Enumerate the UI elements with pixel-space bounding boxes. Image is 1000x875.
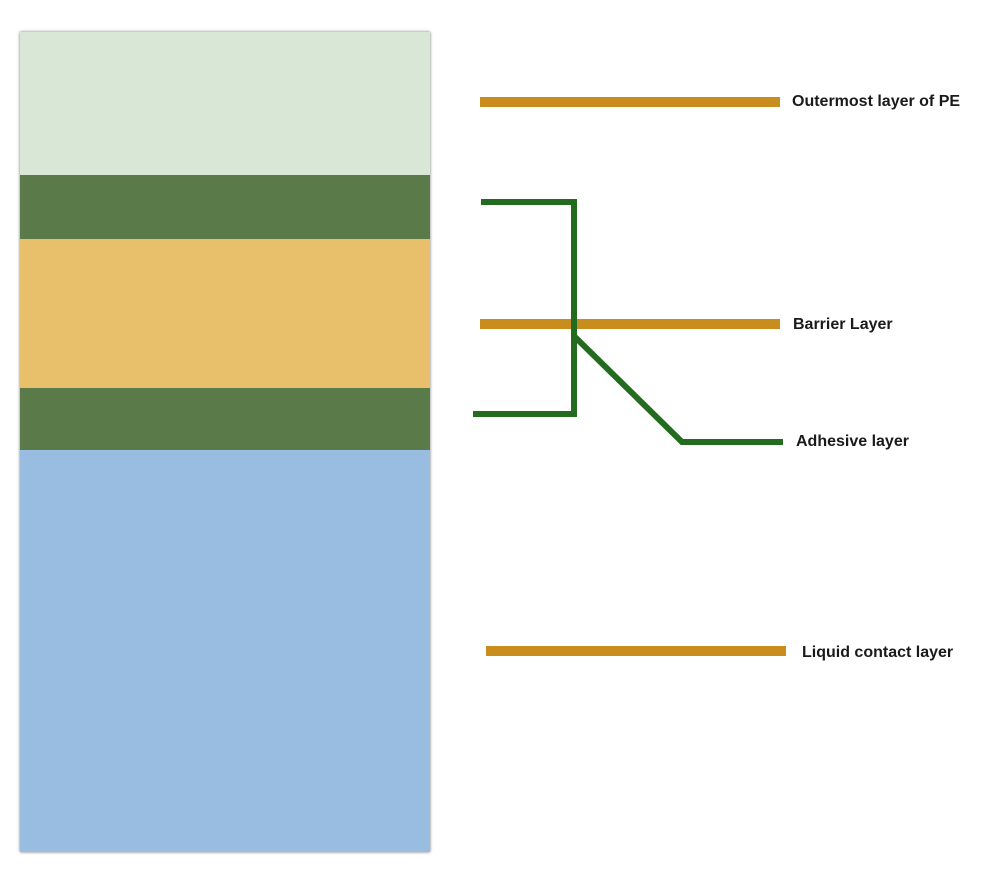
label-liquid-contact-layer: Liquid contact layer bbox=[802, 644, 954, 661]
label-adhesive-layer: Adhesive layer bbox=[796, 433, 909, 450]
barrier-layer bbox=[20, 239, 430, 388]
label-outermost-layer: Outermost layer of PE bbox=[792, 93, 961, 110]
leader-bracket-adhesive bbox=[473, 199, 577, 417]
label-barrier-layer: Barrier Layer bbox=[793, 316, 893, 333]
layer-stack bbox=[20, 32, 430, 852]
outermost-pe-layer bbox=[20, 32, 430, 175]
adhesive-layer-top bbox=[20, 175, 430, 239]
liquid-contact-layer bbox=[20, 450, 430, 852]
leader-line-adhesive bbox=[571, 333, 783, 445]
adhesive-layer-bottom bbox=[20, 388, 430, 450]
